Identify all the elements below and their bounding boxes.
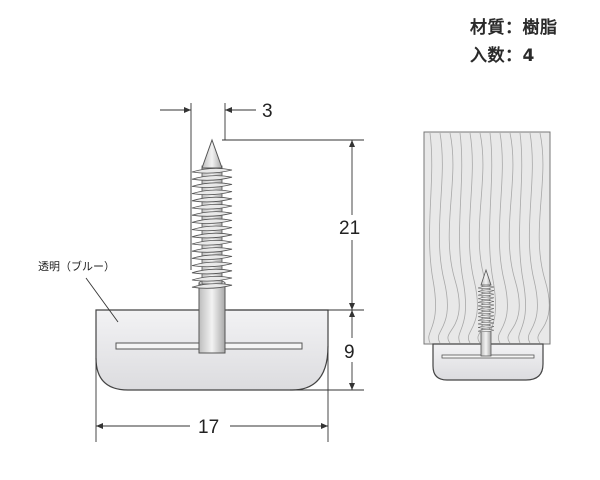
screw-shaft — [198, 282, 226, 354]
dim-base-height: 9 — [344, 342, 355, 363]
quantity-value: 4 — [522, 46, 535, 66]
dim-screw-length: 21 — [339, 218, 360, 239]
spec-block: 材質：樹脂 入数：4 — [470, 14, 568, 70]
spec-material: 材質：樹脂 — [470, 14, 568, 42]
quantity-label: 入数 — [470, 46, 505, 66]
screw-tip — [201, 138, 223, 169]
screw-threads — [191, 165, 233, 289]
dim-base-width: 17 — [198, 417, 219, 438]
side-view: 3 21 9 17 透明（ブルー） — [38, 101, 364, 442]
dim-screw-diameter: 3 — [262, 101, 273, 122]
installed-threads — [477, 283, 495, 333]
quantity-separator: ： — [505, 46, 523, 66]
spec-quantity: 入数：4 — [470, 42, 568, 70]
material-separator: ： — [505, 18, 523, 38]
transparent-callout: 透明（ブルー） — [38, 259, 115, 273]
installed-base-pad — [432, 343, 544, 381]
material-value: 樹脂 — [522, 18, 558, 38]
material-label: 材質 — [470, 18, 505, 38]
installed-tip — [480, 268, 492, 286]
installed-shaft — [480, 329, 492, 357]
installed-view — [423, 131, 551, 381]
